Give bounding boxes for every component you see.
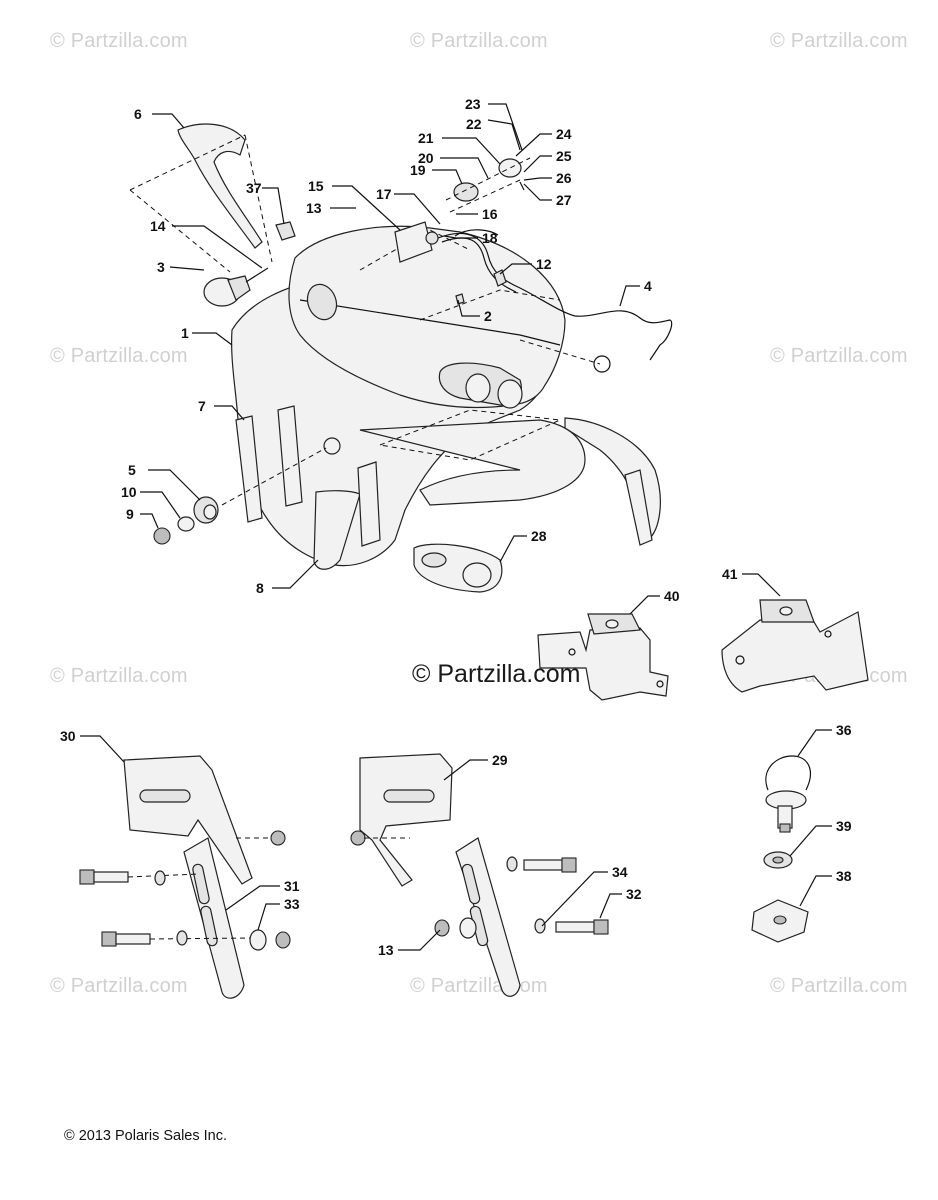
callout-38: 38 <box>836 868 852 884</box>
callout-41: 41 <box>722 566 738 582</box>
watermark: © Partzilla.com <box>50 665 188 687</box>
mounting-bracket-icon <box>123 755 253 999</box>
callout-24: 24 <box>556 126 572 142</box>
callout-16: 16 <box>482 206 498 222</box>
callout-1: 1 <box>181 325 189 341</box>
vent-housing-icon <box>413 543 503 593</box>
windshield-trim-icon <box>129 123 273 273</box>
fairing-body-icon <box>231 225 586 567</box>
clip-icon <box>493 269 507 287</box>
callout-33: 33 <box>284 896 300 912</box>
callout-13: 13 <box>306 200 322 216</box>
callout-26: 26 <box>556 170 572 186</box>
headlight-lens-icon <box>394 221 439 263</box>
clip-icon <box>275 221 296 241</box>
bolt-icon <box>79 869 253 947</box>
mounting-bracket-icon <box>721 599 869 693</box>
callout-30: 30 <box>60 728 76 744</box>
callout-7: 7 <box>198 398 206 414</box>
clip-icon <box>455 293 465 305</box>
watermark: © Partzilla.com <box>50 975 188 997</box>
callout-10: 10 <box>121 484 137 500</box>
callout-37: 37 <box>246 180 262 196</box>
washer-icon <box>763 851 793 869</box>
callout-5: 5 <box>128 462 136 478</box>
bolt-icon <box>523 857 609 935</box>
callout-39: 39 <box>836 818 852 834</box>
callout-36: 36 <box>836 722 852 738</box>
mounting-bracket-icon <box>359 753 521 997</box>
ring-icon <box>593 355 611 373</box>
callout-3: 3 <box>157 259 165 275</box>
mounting-bracket-icon <box>537 613 669 701</box>
callout-leaders <box>80 103 832 951</box>
callout-18: 18 <box>482 230 498 246</box>
callout-6: 6 <box>134 106 142 122</box>
knob-icon <box>203 267 269 307</box>
callout-8: 8 <box>256 580 264 596</box>
callout-28: 28 <box>531 528 547 544</box>
callout-14: 14 <box>150 218 166 234</box>
callout-2: 2 <box>484 308 492 324</box>
fastener-set-icon <box>445 157 531 213</box>
callout-22: 22 <box>466 116 482 132</box>
watermark: © Partzilla.com <box>770 30 908 52</box>
watermark: © Partzilla.com <box>770 975 908 997</box>
callout-4: 4 <box>644 278 652 294</box>
nut-icon <box>154 830 291 951</box>
callout-25: 25 <box>556 148 572 164</box>
callout-27: 27 <box>556 192 572 208</box>
callout-29: 29 <box>492 752 508 768</box>
watermark: © Partzilla.com <box>50 30 188 52</box>
vent-cover-icon <box>235 405 381 570</box>
grommet-icon <box>153 437 341 545</box>
quick-release-pin-icon <box>765 755 811 833</box>
callout-9: 9 <box>126 506 134 522</box>
callout-labels: 1234567891012131415161718192021222324252… <box>60 96 852 958</box>
side-panel-icon <box>564 417 661 546</box>
callout-12: 12 <box>536 256 552 272</box>
callout-40: 40 <box>664 588 680 604</box>
callout-19: 19 <box>410 162 426 178</box>
watermark: © Partzilla.com <box>770 345 908 367</box>
nut-icon <box>350 830 546 939</box>
callout-32: 32 <box>626 886 642 902</box>
clip-nut-icon <box>751 899 809 943</box>
callout-13: 13 <box>378 942 394 958</box>
callout-21: 21 <box>418 130 434 146</box>
watermark: © Partzilla.com <box>410 30 548 52</box>
watermark: © Partzilla.com <box>50 345 188 367</box>
callout-20: 20 <box>418 150 434 166</box>
copyright-text: © 2013 Polaris Sales Inc. <box>64 1128 228 1144</box>
callout-23: 23 <box>465 96 481 112</box>
center-watermark: © Partzilla.com <box>412 660 581 688</box>
callout-15: 15 <box>308 178 324 194</box>
callout-31: 31 <box>284 878 300 894</box>
callout-17: 17 <box>376 186 392 202</box>
callout-34: 34 <box>612 864 628 880</box>
